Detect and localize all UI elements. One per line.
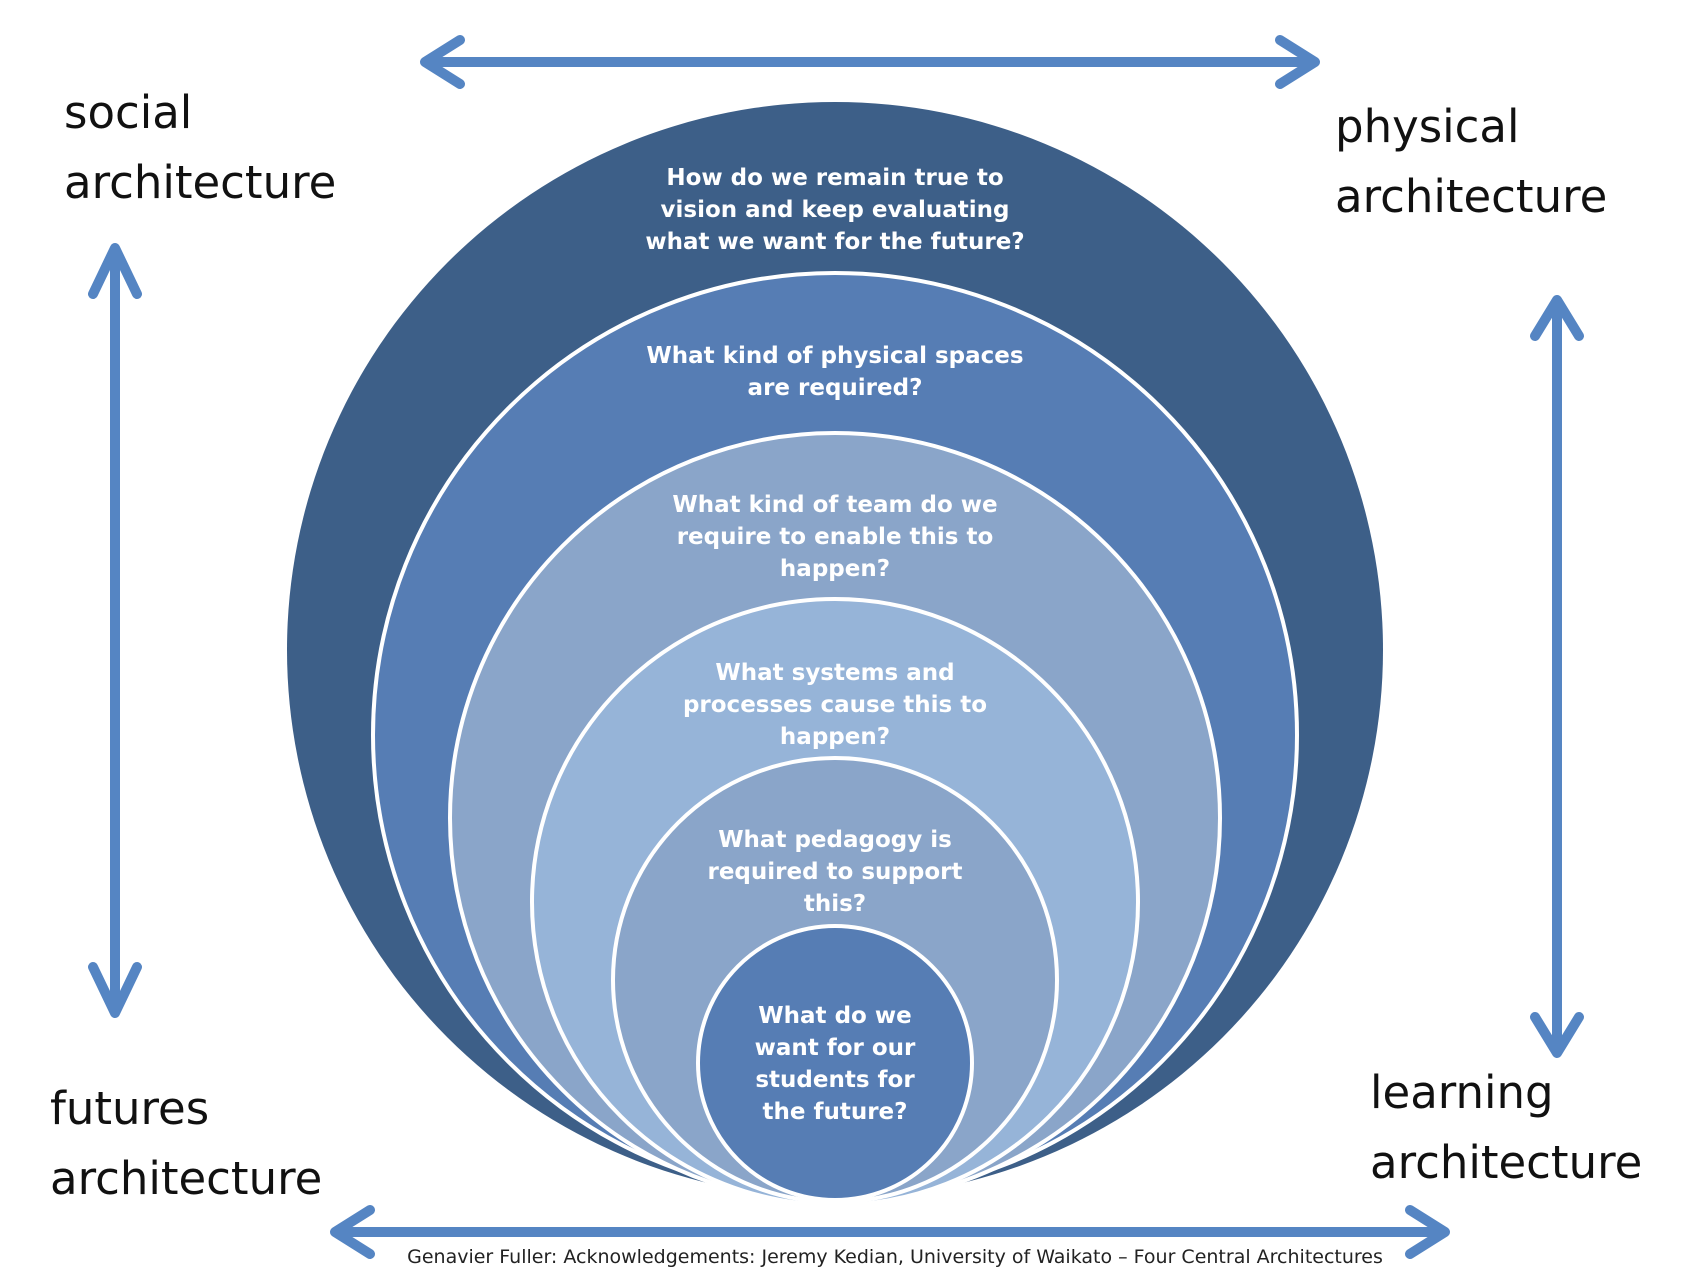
ring-students [696, 924, 974, 1202]
question-vision: How do we remain true to vision and keep… [645, 165, 1025, 255]
double-arrow-vertical-left-icon [88, 243, 142, 1018]
label-social-architecture: social architecture [64, 86, 337, 209]
double-arrow-horizontal-bottom-icon [330, 1205, 1450, 1259]
question-students-future: What do we want for our students for the… [754, 1003, 916, 1125]
question-team: What kind of team do we require to enabl… [672, 492, 998, 582]
double-arrow-horizontal-top-icon [420, 35, 1320, 89]
caption-acknowledgements: Genavier Fuller: Acknowledgements: Jerem… [407, 1246, 1383, 1268]
nested-rings [287, 102, 1383, 1207]
double-arrow-vertical-right-icon [1530, 295, 1584, 1058]
question-physical-spaces: What kind of physical spaces are require… [646, 343, 1024, 401]
label-learning-architecture: learning architecture [1370, 1066, 1643, 1189]
label-physical-architecture: physical architecture [1335, 100, 1608, 223]
question-pedagogy: What pedagogy is required to support thi… [707, 827, 963, 917]
arrows-group [88, 35, 1584, 1259]
label-futures-architecture: futures architecture [50, 1082, 323, 1205]
question-systems-processes: What systems and processes cause this to… [682, 660, 988, 750]
